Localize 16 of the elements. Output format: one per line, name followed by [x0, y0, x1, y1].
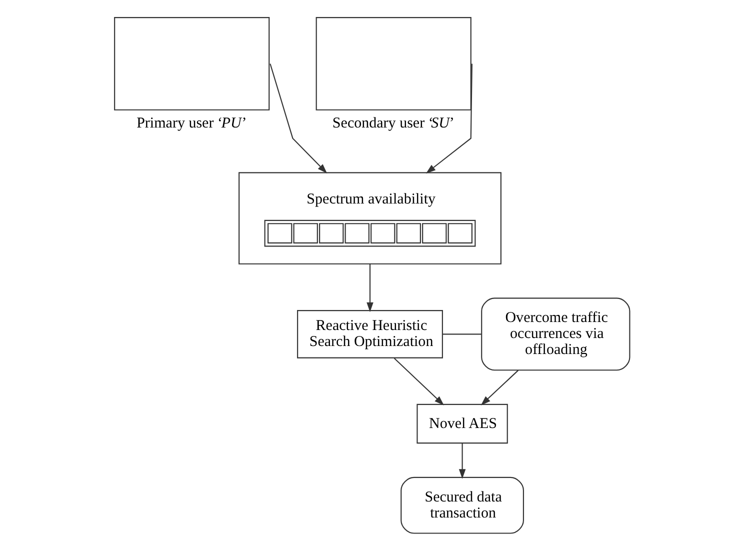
arrow [458, 443, 466, 479]
node-box: Novel AES [416, 404, 508, 444]
node-box [114, 17, 270, 110]
node-box: Overcome traffic occurrences via offloading [480, 298, 630, 371]
connector [442, 334, 481, 335]
node-box: Spectrum availability [238, 172, 501, 264]
node-label: Secondary user ‘SU’ [332, 115, 454, 132]
node-box: Reactive Heuristic Search Optimization [296, 310, 442, 358]
arrow [425, 64, 472, 174]
arrow [269, 64, 327, 174]
node-label: Primary user ‘PU’ [136, 115, 246, 132]
arrow [366, 264, 373, 312]
arrow [393, 358, 444, 406]
node-box [315, 17, 471, 110]
node-box: Secured data transaction [400, 476, 524, 534]
arrow [480, 370, 518, 406]
